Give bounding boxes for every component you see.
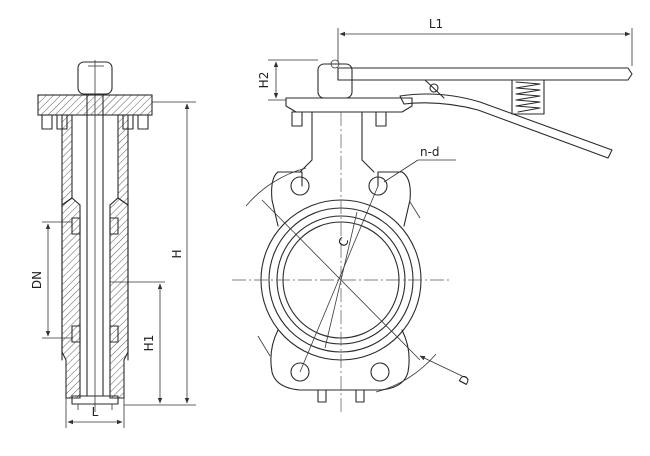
dimension-h: H xyxy=(124,101,196,406)
label-dn: DN xyxy=(30,271,44,289)
dimension-nd: n-d xyxy=(383,145,456,183)
dimension-h2: H2 xyxy=(257,59,318,101)
dimension-d: D xyxy=(419,355,473,388)
dimension-dn: DN xyxy=(30,221,72,339)
label-d: D xyxy=(456,373,473,388)
label-h1: H1 xyxy=(142,335,156,352)
label-c: C xyxy=(335,235,351,249)
label-l: L xyxy=(92,405,99,419)
dimension-l: L xyxy=(65,398,125,428)
dimension-h1: H1 xyxy=(110,281,165,404)
label-h: H xyxy=(170,249,184,258)
label-h2: H2 xyxy=(257,72,271,89)
label-l1: L1 xyxy=(429,17,443,31)
front-view xyxy=(232,59,633,412)
dimension-l1: L1 xyxy=(337,17,633,66)
side-section-view xyxy=(37,60,153,412)
label-nd: n-d xyxy=(420,145,440,159)
